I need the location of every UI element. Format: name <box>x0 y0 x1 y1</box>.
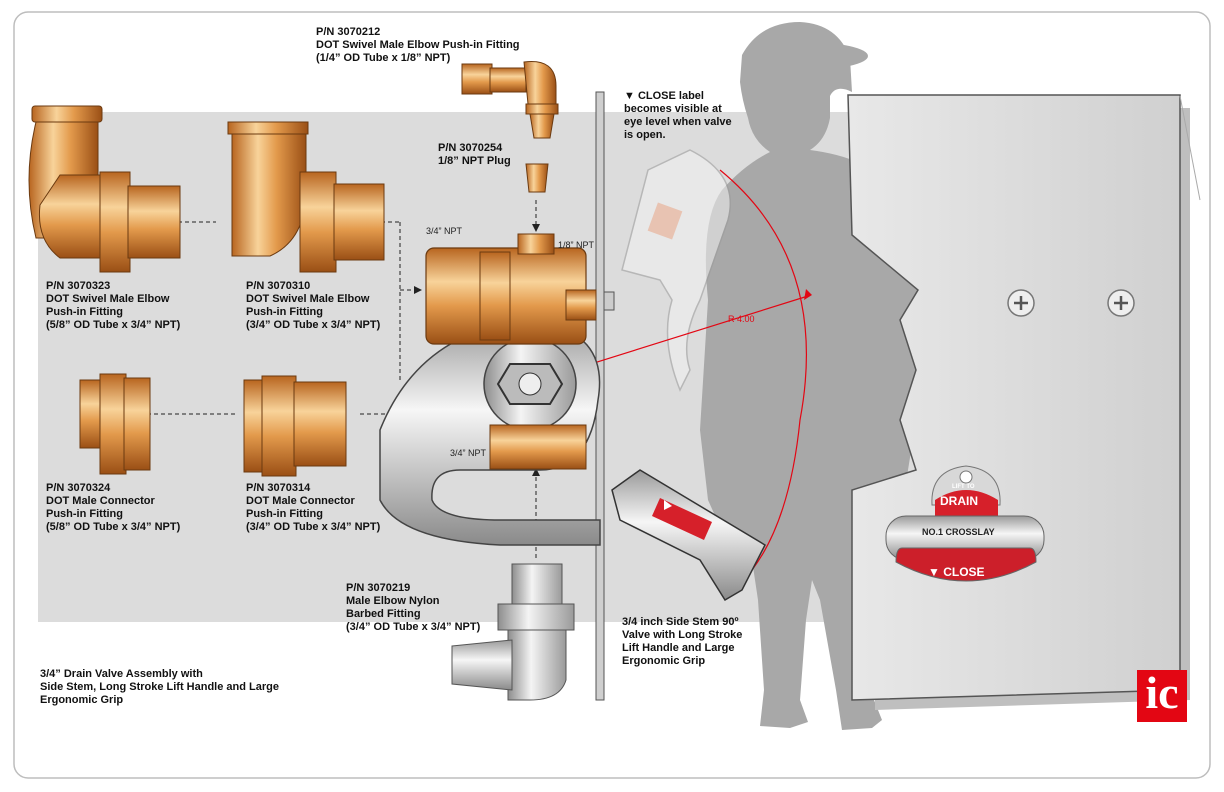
plug-3070254 <box>525 163 549 193</box>
assembly-caption-line-1: 3/4” Drain Valve Assembly with <box>40 668 203 680</box>
port-label-top-right: 1/8” NPT <box>558 240 595 250</box>
valve-caption-line-2: Valve with Long Stroke <box>622 629 743 641</box>
fitting-3070212 <box>461 61 559 139</box>
part-number: P/N 3070314 <box>246 482 311 494</box>
part-number: P/N 3070310 <box>246 280 311 292</box>
handle-open-ghost <box>621 149 732 392</box>
assembly-caption-line-2: Side Stem, Long Stroke Lift Handle and L… <box>40 681 279 693</box>
part-number: P/N 3070219 <box>346 582 411 594</box>
badge-crosslay-text: NO.1 CROSSLAY <box>922 527 995 537</box>
handle-grip <box>611 469 766 602</box>
assembly-caption-line-3: Ergonomic Grip <box>40 694 124 706</box>
part-number: P/N 3070324 <box>46 482 111 494</box>
part-name: DOT Swivel Male Elbow Push-in Fitting <box>316 39 520 51</box>
label-3070323: P/N 3070323 DOT Swivel Male Elbow Push-i… <box>46 280 180 332</box>
part-spec: (1/4” OD Tube x 1/8” NPT) <box>316 52 451 64</box>
badge-lift-text: LIFT TO <box>952 484 975 490</box>
fitting-3070324 <box>79 373 151 475</box>
close-note: ▼ CLOSE label becomes visible at eye lev… <box>624 90 732 142</box>
fitting-3070314 <box>243 375 347 477</box>
part-name-2: Push-in Fitting <box>46 508 123 520</box>
ic-logo: ic <box>1145 667 1179 718</box>
badge-close: ▼ CLOSE <box>928 565 985 579</box>
part-name-2: Push-in Fitting <box>246 508 323 520</box>
drain-badge <box>885 465 1045 582</box>
label-3070254: P/N 3070254 1/8” NPT Plug <box>438 142 511 168</box>
part-spec: (3/4” OD Tube x 3/4” NPT) <box>246 319 381 331</box>
screw-icon-1 <box>1007 289 1035 317</box>
assembly-caption: 3/4” Drain Valve Assembly with Side Stem… <box>40 668 279 707</box>
part-spec: (5/8” OD Tube x 3/4” NPT) <box>46 521 181 533</box>
part-name: DOT Male Connector <box>246 495 355 507</box>
badge-drain-text: DRAIN <box>940 494 978 508</box>
screw-icon-2 <box>1107 289 1135 317</box>
part-spec: (5/8” OD Tube x 3/4” NPT) <box>46 319 181 331</box>
valve-caption: 3/4 inch Side Stem 90º Valve with Long S… <box>622 616 742 668</box>
close-note-line-4: is open. <box>624 129 666 141</box>
part-name-2: Push-in Fitting <box>46 306 123 318</box>
part-number: P/N 3070254 <box>438 142 503 154</box>
close-note-line-3: eye level when valve <box>624 116 732 128</box>
label-3070212: P/N 3070212 DOT Swivel Male Elbow Push-i… <box>316 26 520 65</box>
label-3070314: P/N 3070314 DOT Male Connector Push-in F… <box>246 482 380 534</box>
part-name: DOT Male Connector <box>46 495 155 507</box>
part-name-2: Barbed Fitting <box>346 608 421 620</box>
port-label-bottom: 3/4” NPT <box>450 448 487 458</box>
close-note-line-1: ▼ CLOSE label <box>624 90 704 102</box>
part-name: Male Elbow Nylon <box>346 595 440 607</box>
valve-caption-line-1: 3/4 inch Side Stem 90º <box>622 616 739 628</box>
part-spec: (3/4” OD Tube x 3/4” NPT) <box>346 621 481 633</box>
part-number: P/N 3070323 <box>46 280 111 292</box>
badge-close-text: CLOSE <box>943 565 985 579</box>
valve-caption-line-3: Lift Handle and Large <box>622 642 735 654</box>
part-name-2: Push-in Fitting <box>246 306 323 318</box>
radius-label: R 4.00 <box>728 314 755 324</box>
part-name: DOT Swivel Male Elbow <box>246 293 370 305</box>
fitting-3070219 <box>451 563 575 701</box>
close-note-line-2: becomes visible at <box>624 103 722 115</box>
label-3070219: P/N 3070219 Male Elbow Nylon Barbed Fitt… <box>346 582 480 634</box>
part-name: 1/8” NPT Plug <box>438 155 511 167</box>
fitting-3070310 <box>227 121 385 273</box>
part-spec: (3/4” OD Tube x 3/4” NPT) <box>246 521 381 533</box>
logo-block <box>1137 670 1187 722</box>
port-label-top-left: 3/4” NPT <box>426 226 463 236</box>
label-3070324: P/N 3070324 DOT Male Connector Push-in F… <box>46 482 180 534</box>
valve-caption-line-4: Ergonomic Grip <box>622 655 706 667</box>
part-number: P/N 3070212 <box>316 26 381 38</box>
valve-body <box>425 233 615 470</box>
label-3070310: P/N 3070310 DOT Swivel Male Elbow Push-i… <box>246 280 380 332</box>
close-arrow-icon: ▼ <box>928 565 944 579</box>
fitting-3070323 <box>28 105 181 273</box>
part-name: DOT Swivel Male Elbow <box>46 293 170 305</box>
